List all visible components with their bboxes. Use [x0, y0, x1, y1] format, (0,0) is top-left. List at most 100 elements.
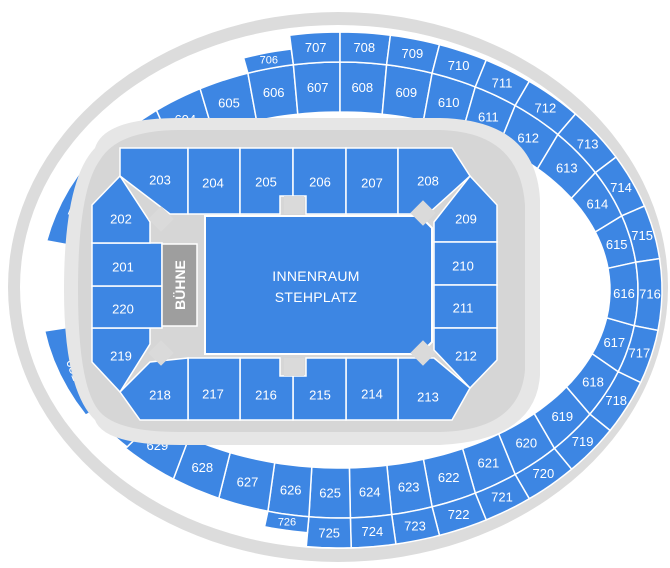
section-619-label: 619	[551, 409, 573, 424]
section-205-label: 205	[255, 175, 277, 190]
section-716[interactable]: 716	[633, 257, 663, 332]
section-207-label: 207	[361, 176, 383, 191]
section-626-label: 626	[280, 482, 302, 497]
section-715-label: 715	[631, 228, 653, 243]
section-627[interactable]: 627	[217, 451, 276, 513]
tunnel-north	[284, 196, 304, 214]
stage-box	[161, 243, 198, 327]
section-622[interactable]: 622	[422, 447, 477, 508]
section-609[interactable]: 609	[381, 63, 433, 122]
section-724-label: 724	[362, 524, 384, 539]
section-720-label: 720	[533, 466, 555, 481]
section-210[interactable]: 210	[433, 241, 498, 286]
section-203[interactable]: 203	[119, 147, 189, 215]
section-611-label: 611	[478, 109, 499, 124]
section-207[interactable]: 207	[345, 147, 399, 215]
field-standing-area[interactable]	[204, 215, 433, 355]
section-211-label: 211	[453, 301, 474, 316]
section-608-label: 608	[351, 80, 373, 95]
section-625-label: 625	[319, 485, 341, 500]
section-620-label: 620	[515, 436, 537, 451]
section-628-label: 628	[191, 460, 213, 475]
section-201-label: 201	[112, 260, 134, 275]
section-709[interactable]: 709	[385, 34, 441, 75]
section-722[interactable]: 722	[431, 492, 488, 537]
section-605-label: 605	[218, 96, 240, 111]
section-219-label: 219	[110, 349, 132, 364]
section-718[interactable]: 718	[588, 370, 642, 432]
section-606-label: 606	[263, 85, 285, 100]
section-202-label: 202	[110, 212, 132, 227]
section-204[interactable]: 204	[187, 147, 241, 215]
section-618-label: 618	[582, 375, 604, 390]
section-725[interactable]: 725	[305, 516, 352, 549]
section-607-label: 607	[307, 80, 329, 95]
section-725-label: 725	[318, 525, 340, 540]
section-214[interactable]: 214	[345, 357, 399, 421]
section-605[interactable]: 605	[199, 72, 258, 134]
section-623[interactable]: 623	[386, 458, 433, 516]
section-626[interactable]: 626	[267, 461, 313, 518]
section-212[interactable]: 212	[433, 327, 498, 390]
section-213[interactable]: 213	[397, 357, 471, 421]
section-615-label: 615	[606, 237, 628, 252]
section-213-label: 213	[417, 390, 439, 405]
section-723-label: 723	[404, 518, 426, 533]
section-710-label: 710	[448, 58, 470, 73]
section-612-label: 612	[517, 131, 539, 146]
corner-marker-sw	[148, 340, 174, 366]
section-624-label: 624	[359, 484, 381, 499]
section-209-label: 209	[455, 212, 477, 227]
section-712-label: 712	[535, 101, 557, 116]
section-217[interactable]: 217	[187, 357, 241, 421]
section-212-label: 212	[455, 349, 477, 364]
section-205[interactable]: 205	[239, 147, 294, 215]
section-608[interactable]: 608	[339, 61, 388, 116]
upper-tier: 6016026176186196206216226236246256266276…	[43, 31, 663, 549]
section-202[interactable]: 202	[91, 174, 151, 244]
section-211[interactable]: 211	[433, 284, 498, 329]
section-613-label: 613	[556, 160, 578, 175]
section-218-shape[interactable]	[119, 357, 189, 421]
section-217-label: 217	[202, 387, 224, 402]
section-204-label: 204	[202, 176, 224, 191]
section-721-label: 721	[491, 490, 513, 505]
section-724[interactable]: 724	[349, 513, 397, 549]
section-607[interactable]: 607	[292, 61, 341, 116]
section-212-shape[interactable]	[433, 327, 498, 390]
section-206-label: 206	[309, 175, 331, 190]
section-713[interactable]: 713	[556, 112, 618, 174]
section-202-shape[interactable]	[91, 174, 151, 244]
section-624[interactable]: 624	[348, 464, 393, 519]
section-706[interactable]: 706	[242, 48, 295, 75]
section-616[interactable]: 616	[605, 261, 639, 327]
section-203-shape[interactable]	[119, 147, 189, 215]
section-210-label: 210	[452, 259, 474, 274]
section-218[interactable]: 218	[119, 357, 189, 421]
section-622-label: 622	[438, 470, 460, 485]
section-208[interactable]: 208	[397, 147, 471, 215]
section-208-label: 208	[417, 174, 439, 189]
section-213-shape[interactable]	[397, 357, 471, 421]
section-220[interactable]: 220	[91, 285, 163, 329]
section-709-label: 709	[402, 46, 424, 61]
section-714[interactable]: 714	[594, 156, 646, 217]
section-620[interactable]: 620	[497, 412, 556, 476]
section-610-label: 610	[438, 95, 460, 110]
section-606[interactable]: 606	[247, 63, 299, 122]
section-707-label: 707	[305, 40, 327, 55]
section-201[interactable]: 201	[91, 242, 163, 287]
section-625[interactable]: 625	[308, 466, 352, 519]
section-220-label: 220	[112, 302, 134, 317]
lower-tier: 203 204 205 206 207 208 209 210 211 212 213 214 215 2…	[91, 147, 498, 421]
section-215-label: 215	[309, 388, 331, 403]
section-708[interactable]: 708	[339, 31, 392, 66]
section-609-label: 609	[395, 85, 417, 100]
field-label-line1: INNENRAUM	[272, 268, 359, 284]
section-707[interactable]: 707	[288, 31, 341, 66]
section-726[interactable]: 726	[263, 510, 310, 534]
tunnel-south	[284, 358, 304, 376]
section-716-label: 716	[639, 287, 661, 302]
section-616-label: 616	[613, 286, 635, 301]
section-726-shape[interactable]	[263, 510, 310, 534]
